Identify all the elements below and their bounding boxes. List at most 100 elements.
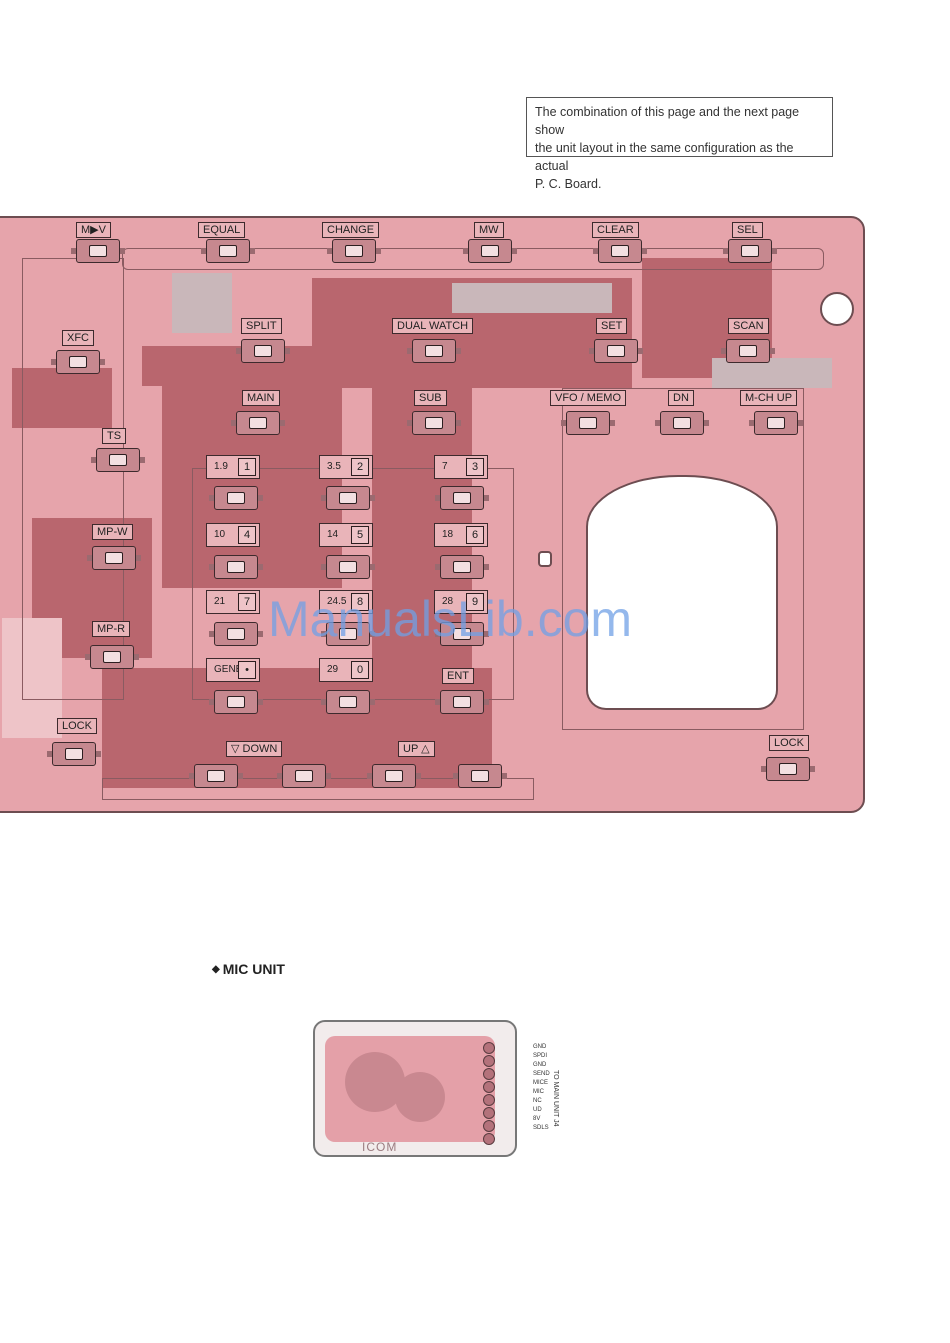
mic-unit-title: MIC UNIT [222, 961, 285, 977]
key-main-label: 5 [351, 526, 369, 544]
tact-switch-dn [655, 411, 709, 435]
key-sub-label: 21 [214, 596, 226, 607]
switch-label-clear: CLEAR [592, 222, 639, 238]
tact-switch-split [236, 339, 290, 363]
note-line-3: P. C. Board. [535, 177, 602, 191]
key-main-label: 0 [351, 661, 369, 679]
note-line-1: The combination of this page and the nex… [535, 105, 800, 137]
switch-label-set: SET [596, 318, 628, 334]
tact-switch-set [589, 339, 643, 363]
mic-pin-label: SPDI [533, 1053, 548, 1059]
switch-label-mp-r: MP-R [92, 621, 131, 637]
switch-label-main: MAIN [242, 390, 280, 406]
switch-label-vfo-memo: VFO / MEMO [550, 390, 626, 406]
mic-board-logo: ICOM [362, 1140, 398, 1154]
copper-region-light [2, 618, 62, 738]
key-main-label: 8 [351, 593, 369, 611]
switch-label-mp-w: MP-W [92, 524, 133, 540]
switch-label-sub: SUB [414, 390, 447, 406]
switch-label-dn: DN [668, 390, 694, 406]
switch-label-down: ▽ DOWN [226, 741, 283, 757]
tact-switch-up-1 [367, 764, 421, 788]
mic-pad [483, 1068, 495, 1080]
mic-pin-label: SDLS [533, 1125, 549, 1131]
tact-switch-mv [71, 239, 125, 263]
switch-label-lock-left: LOCK [57, 718, 97, 734]
switch-label-up: UP △ [398, 741, 435, 757]
keypad-key-gene: GENE• [206, 658, 260, 682]
mic-pin-label: GND [533, 1062, 547, 1068]
board-cutout [586, 475, 778, 710]
switch-label-mw: MW [474, 222, 504, 238]
silkscreen-region [712, 358, 832, 388]
trace [22, 258, 124, 700]
tact-switch-vfo-memo [561, 411, 615, 435]
keypad-key-7: 21 7 [206, 590, 260, 614]
switch-label-change: CHANGE [322, 222, 380, 238]
tact-switch-lock-right [761, 757, 815, 781]
tact-switch-sel [723, 239, 777, 263]
tact-switch-key-6 [435, 555, 489, 579]
key-sub-label: 10 [214, 529, 226, 540]
silkscreen-region [452, 283, 612, 313]
key-sub-label: 1.9 [214, 461, 228, 472]
mic-pad [483, 1133, 495, 1145]
watermark: ManualsLib.com [268, 591, 633, 647]
diamond-bullet-icon: ◆ [212, 964, 220, 975]
tact-switch-m-ch-up [749, 411, 803, 435]
mic-connector-label: TO MAIN UNIT J4 [552, 1070, 559, 1127]
mic-pad [483, 1094, 495, 1106]
tact-switch-key-0 [321, 690, 375, 714]
key-main-label: 6 [466, 526, 484, 544]
keypad-key-0: 29 0 [319, 658, 373, 682]
key-main-label: 3 [466, 458, 484, 476]
key-sub-label: 29 [327, 664, 339, 675]
tact-switch-xfc [51, 350, 105, 374]
key-main-label: 7 [238, 593, 256, 611]
mic-pin-label: UD [533, 1107, 542, 1113]
tact-switch-ts [91, 448, 145, 472]
note-line-2: the unit layout in the same configuratio… [535, 141, 794, 173]
switch-label-lock-right: LOCK [769, 735, 809, 751]
tact-switch-clear [593, 239, 647, 263]
tact-switch-down-2 [277, 764, 331, 788]
mic-pad [483, 1081, 495, 1093]
key-main-label: 4 [238, 526, 256, 544]
mic-pad [483, 1055, 495, 1067]
mic-pad [483, 1042, 495, 1054]
switch-label-split: SPLIT [241, 318, 282, 334]
mic-pin-label: GND [533, 1044, 547, 1050]
switch-label-dual-watch: DUAL WATCH [392, 318, 474, 334]
key-main-label: 2 [351, 458, 369, 476]
switch-label-mv: M▶V [76, 222, 111, 238]
key-sub-label: 28 [442, 596, 454, 607]
tact-switch-key-1 [209, 486, 263, 510]
tact-switch-mp-r [85, 645, 139, 669]
tact-switch-up-2 [453, 764, 507, 788]
tact-switch-mw [463, 239, 517, 263]
mic-copper-region [395, 1072, 445, 1122]
mic-pin-label: 8V [533, 1116, 541, 1122]
key-main-label: 1 [238, 458, 256, 476]
tact-switch-sub [407, 411, 461, 435]
key-sub-label: 3.5 [327, 461, 341, 472]
tact-switch-main [231, 411, 285, 435]
slot-hole [538, 551, 552, 567]
mic-pin-label: MICE [533, 1080, 548, 1086]
tact-switch-change [327, 239, 381, 263]
switch-label-scan: SCAN [728, 318, 769, 334]
switch-label-m-ch-up: M-CH UP [740, 390, 798, 406]
tact-switch-key-3 [435, 486, 489, 510]
tact-switch-key-2 [321, 486, 375, 510]
mic-unit-heading: ◆MIC UNIT [212, 961, 285, 977]
tact-switch-lock-left [47, 742, 101, 766]
tact-switch-key-9 [435, 622, 489, 646]
mic-pin-label: MIC [533, 1089, 544, 1095]
